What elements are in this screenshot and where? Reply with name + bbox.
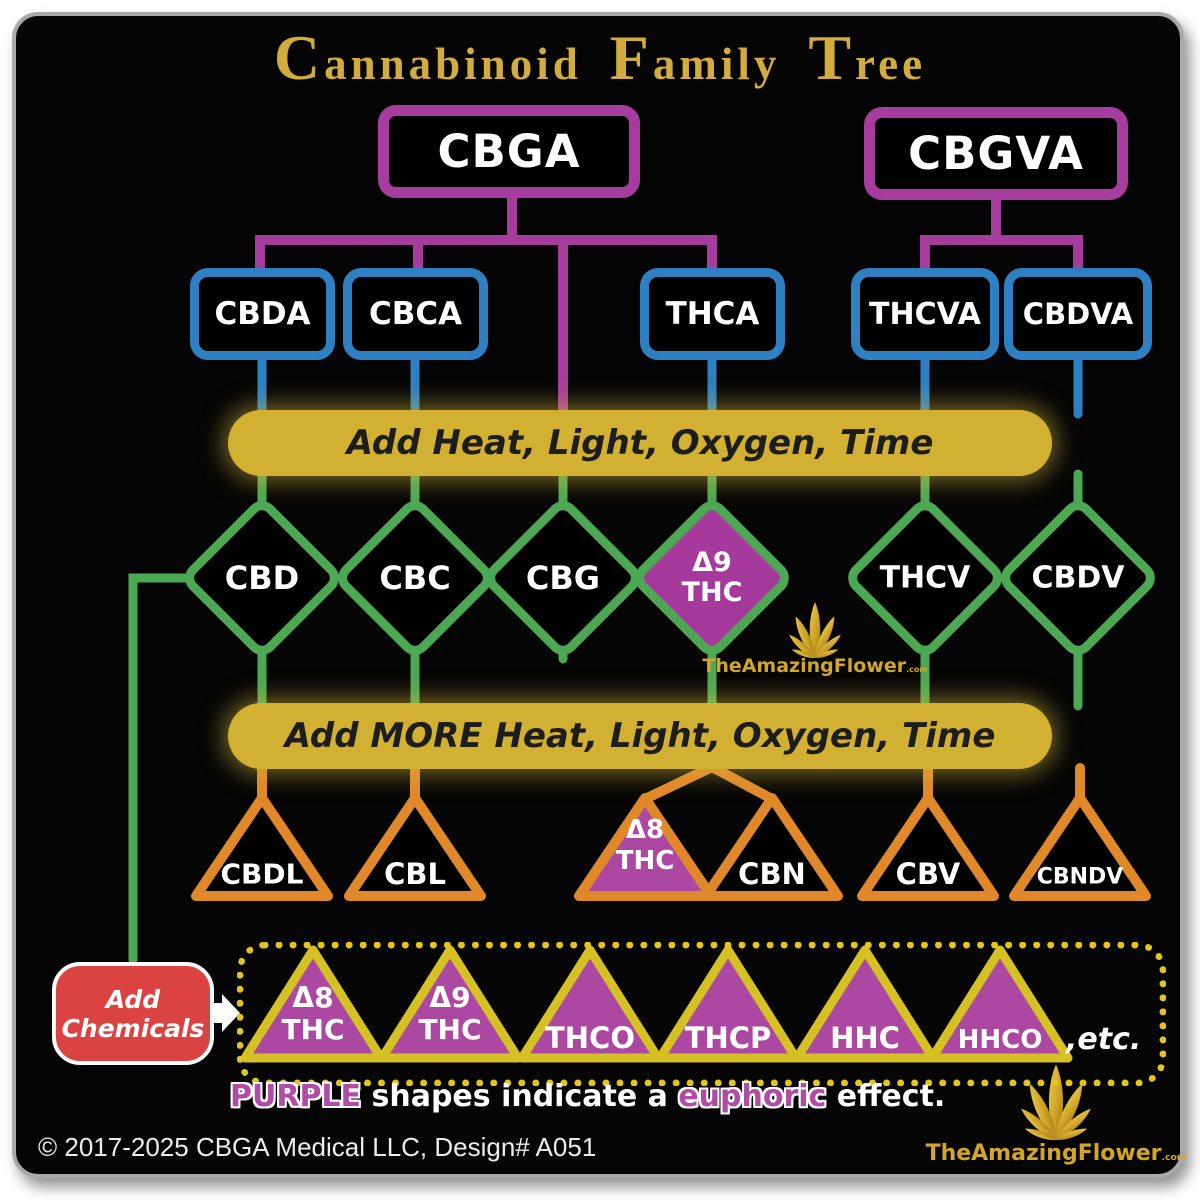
triangle-cbl [344,793,486,901]
node-cbdva: CBDVA [1004,268,1152,360]
node-label: CBDL [220,857,304,891]
acid-to-banner-connectors [257,351,1083,419]
page-title: Cannabinoid Family Tree [0,22,1200,100]
chemical-triangles [240,945,1073,1063]
triangle-cbv [857,793,999,901]
node-label: CBCA [368,296,463,332]
node-cbgva: CBGVA [864,107,1128,200]
node-label: CBC [379,559,451,597]
triangle-chem-thc9 [377,945,523,1063]
node-label: THCV [879,560,971,596]
brand-suffix: .com [906,665,928,674]
title-word: Family [609,22,781,93]
chem-label-line: Δ9 [429,981,471,1014]
brand-wordmark: TheAmazingFlower.com [702,655,927,677]
title-word: Cannabinoid [273,22,582,93]
node-cbda: CBDA [190,268,335,360]
node-label: CBGVA [908,127,1084,180]
node-label: CBNDV [1036,864,1124,890]
node-label-thc8: Δ8 THC [616,815,675,877]
add-chemicals-box: Add Chemicals [52,962,214,1065]
add-chemicals-line: Chemicals [61,1013,205,1043]
add-chemicals-line: Add [105,984,161,1014]
node-label-thc9: Δ9 THC [682,548,743,608]
triangle-cbn [701,793,843,901]
node-cbca: CBCA [343,268,488,360]
node-label-line: THC [681,577,743,608]
triangle-chem-thc8 [240,945,386,1063]
node-label: CBD [224,559,300,597]
triangle-thc8 [574,793,716,901]
purple-note: PURPLE shapes indicate a euphoric effect… [230,1079,945,1114]
copyright-text: © 2017-2025 CBGA Medical LLC, Design# A0… [38,1132,597,1162]
chem-label: HHCO [957,1025,1043,1055]
chem-label-thc8: Δ8 THC [281,982,344,1046]
cannabis-leaf-icon [1021,1064,1091,1141]
note-purple-word: PURPLE [230,1079,362,1114]
node-label: CBDV [1031,560,1125,596]
brand-name: TheAmazingFlower [925,1141,1162,1166]
chemicals-dotted-box [237,942,1166,1086]
chem-label-line: Δ8 [292,981,334,1014]
node-label-line: Δ9 [692,547,732,578]
chem-label: THCP [684,1021,772,1055]
node-thca: THCA [640,268,785,360]
node-label-line: Δ8 [625,815,665,845]
brand-suffix: .com [1161,1152,1187,1163]
node-label: CBDA [214,296,311,332]
node-label: CBG [525,559,601,597]
cannabis-leaf-icon [789,602,841,659]
node-label: THCA [665,296,760,332]
triangle-chem-thco [517,945,663,1063]
note-middle: shapes indicate a [361,1079,679,1114]
degraded-triangles [191,793,1151,901]
node-label: CBGA [437,125,581,178]
node-label: CBN [738,857,806,891]
chem-label: HHC [830,1021,900,1055]
node-label: CBDVA [1022,297,1134,331]
brand-name: TheAmazingFlower [702,655,907,677]
node-cbga: CBGA [378,105,640,198]
node-label: CBL [384,857,446,891]
node-thcva: THCVA [851,268,999,360]
chem-label: THCO [545,1021,635,1055]
chem-label-line: THC [281,1013,345,1046]
triangle-chem-hhc [792,945,938,1063]
banner-heat: Add Heat, Light, Oxygen, Time [228,410,1052,476]
etc-label: ,etc. [1066,1022,1142,1057]
note-euphoric-word: euphoric [678,1079,827,1114]
chem-label-thc9: Δ9 THC [418,982,481,1046]
node-label-line: THC [615,846,675,876]
triangle-chem-thcp [655,945,801,1063]
chem-label-line: THC [418,1013,482,1046]
triangle-cbdl [191,793,333,901]
brand-wordmark: TheAmazingFlower.com [926,1141,1187,1166]
triangle-cbndv [1009,793,1151,901]
banner-more-heat: Add MORE Heat, Light, Oxygen, Time [228,703,1052,769]
triangle-chem-hhco [927,945,1073,1063]
banner-text: Add Heat, Light, Oxygen, Time [346,423,934,463]
title-word: Tree [808,22,927,93]
cbga-branch-connectors [255,185,1083,419]
note-end: effect. [826,1079,946,1114]
banner-text: Add MORE Heat, Light, Oxygen, Time [284,716,996,756]
degraded-connectors [257,761,1085,804]
node-label: CBV [895,857,961,891]
node-label: THCVA [869,296,981,332]
